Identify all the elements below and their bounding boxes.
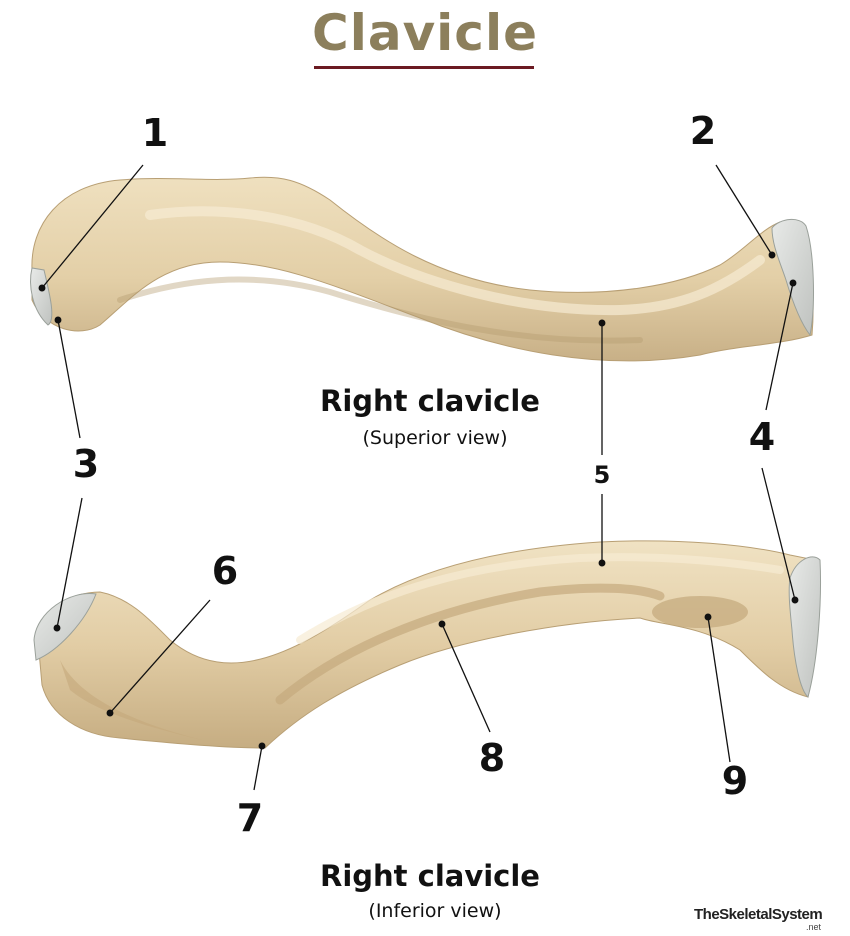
superior-clavicle-body: [31, 176, 814, 362]
leader-dot-3a: [54, 316, 62, 324]
leader-line-1: [41, 164, 144, 289]
label-8: 8: [478, 736, 506, 780]
superior-bone-shadow: [117, 276, 643, 344]
superior-view-bone: [30, 176, 814, 362]
title-underline: [314, 66, 534, 69]
label-2: 2: [689, 109, 717, 153]
label-3: 3: [72, 442, 100, 486]
label-9: 9: [721, 759, 749, 803]
leader-dot-3b: [53, 624, 61, 632]
label-5: 5: [593, 461, 611, 489]
leader-line-3a: [57, 319, 81, 439]
label-1: 1: [141, 111, 169, 155]
leader-dot-9: [704, 613, 712, 621]
conoid-region-shadow: [60, 660, 210, 742]
leader-dot-1: [38, 284, 46, 292]
leader-line-3b: [56, 497, 83, 629]
subclavian-groove: [275, 583, 665, 705]
superior-view-subheading: (Superior view): [362, 427, 508, 449]
leader-line-2: [715, 164, 773, 256]
leader-line-7: [253, 745, 263, 791]
watermark-logo: TheSkeletalSystem: [694, 906, 823, 923]
inferior-view-heading: Right clavicle: [320, 859, 540, 893]
leader-dot-5a: [598, 319, 606, 327]
inferior-clavicle-body: [37, 540, 818, 749]
label-4-superior: 4: [748, 415, 776, 459]
acromial-articular-surface-superior: [771, 219, 814, 337]
label-6: 6: [211, 549, 239, 593]
inferior-bone-highlight: [296, 553, 784, 644]
leader-line-9: [707, 616, 731, 763]
leader-line-4b: [761, 467, 796, 601]
leader-dot-2: [768, 251, 776, 259]
superior-bone-highlight: [145, 206, 765, 316]
leader-line-4a: [765, 282, 794, 411]
leader-dot-5b: [598, 559, 606, 567]
leader-dot-4a: [789, 279, 797, 287]
watermark-suffix: .net: [806, 922, 822, 932]
leader-dot-4b: [791, 596, 799, 604]
leader-line-8: [441, 623, 491, 733]
sternal-articular-surface-inferior: [33, 593, 97, 661]
superior-view-heading: Right clavicle: [320, 384, 540, 418]
leader-lines: [38, 164, 799, 791]
leader-dot-6: [106, 709, 114, 717]
page-title: Clavicle: [312, 4, 538, 62]
leader-dot-7: [258, 742, 266, 750]
inferior-view-subheading: (Inferior view): [368, 900, 502, 922]
acromial-articular-surface-inferior: [788, 556, 821, 698]
label-7: 7: [236, 796, 264, 840]
trapezoid-line-depression: [652, 596, 748, 628]
leader-dot-8: [438, 620, 446, 628]
inferior-view-bone: [33, 540, 821, 749]
leader-line-6: [109, 599, 211, 714]
